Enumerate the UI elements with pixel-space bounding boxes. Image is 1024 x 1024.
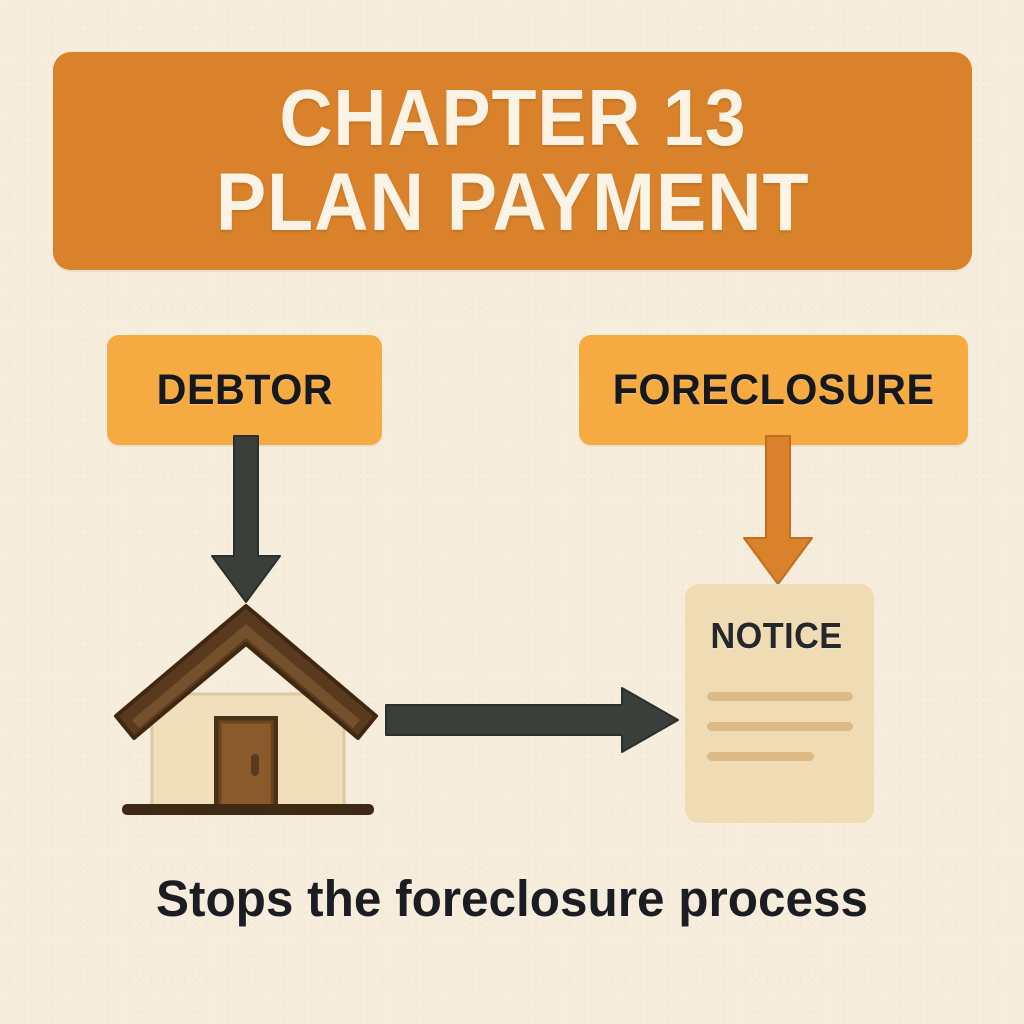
title-banner: CHAPTER 13 PLAN PAYMENT xyxy=(53,52,972,270)
banner-title-line-2: PLAN PAYMENT xyxy=(215,157,810,249)
label-box-debtor: DEBTOR xyxy=(107,335,382,445)
notice-text-line-2 xyxy=(707,722,853,731)
house-ground-line xyxy=(122,804,374,815)
house-door-handle xyxy=(251,754,259,776)
notice-title: NOTICE xyxy=(710,615,843,656)
label-box-debtor-text: DEBTOR xyxy=(156,365,333,414)
caption-text: Stops the foreclosure process xyxy=(155,870,869,927)
arrow-down-debtor-to-house-shape xyxy=(211,435,281,603)
house-icon xyxy=(114,604,378,815)
notice-text-line-3 xyxy=(707,752,814,761)
house-door xyxy=(218,720,274,812)
arrow-down-debtor-to-house xyxy=(211,435,281,603)
banner-title-line-1: CHAPTER 13 xyxy=(278,72,747,162)
notice-text-line-1 xyxy=(707,692,853,701)
label-box-foreclosure-text: FORECLOSURE xyxy=(612,365,935,414)
arrow-right-house-to-notice-shape xyxy=(385,687,679,753)
arrow-down-foreclosure-to-notice xyxy=(743,435,813,585)
label-box-foreclosure: FORECLOSURE xyxy=(579,335,968,445)
arrow-right-house-to-notice xyxy=(385,687,679,753)
arrow-down-foreclosure-to-notice-shape xyxy=(743,435,813,585)
notice-document: NOTICE xyxy=(685,584,874,823)
